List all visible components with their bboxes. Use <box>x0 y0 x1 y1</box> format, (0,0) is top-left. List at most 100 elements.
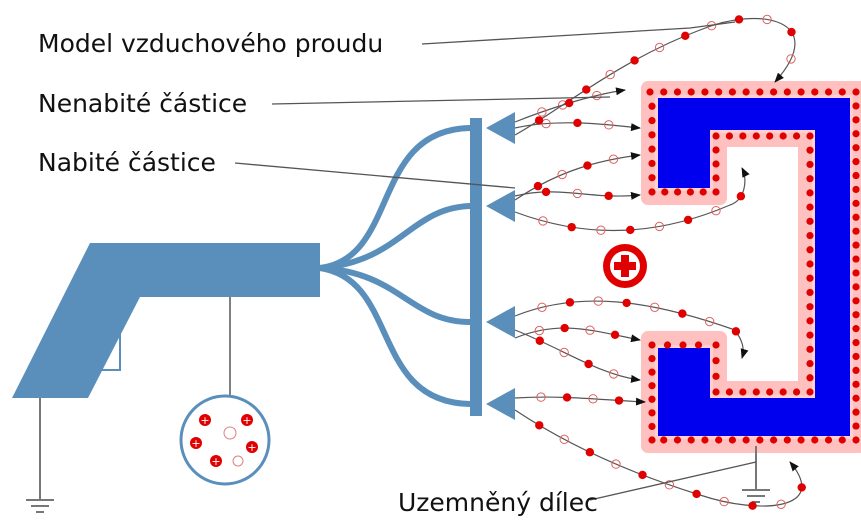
charged-particle <box>852 116 860 124</box>
charged-particle <box>792 132 801 140</box>
charged-particle <box>660 436 668 444</box>
label-uncharged-particles: Nenabité částice <box>38 89 247 118</box>
airflow-path <box>514 152 641 201</box>
charged-particle <box>535 421 544 430</box>
charged-particle <box>852 422 860 430</box>
charged-particle <box>673 88 682 96</box>
charged-particle <box>811 436 819 444</box>
svg-text:+: + <box>191 437 200 450</box>
charged-particle <box>739 388 747 396</box>
charged-particle <box>725 388 734 396</box>
charged-particle <box>648 409 656 417</box>
uncharged-particle <box>605 69 615 80</box>
label-airflow-model: Model vzduchového proudu <box>38 29 383 58</box>
callout-uncharged <box>271 96 611 105</box>
charged-particle <box>630 56 639 65</box>
charged-particle <box>852 158 860 166</box>
airflow-path <box>514 396 646 406</box>
uncharged-particle <box>608 154 619 164</box>
charged-particle <box>806 132 814 140</box>
charged-particle <box>806 231 814 240</box>
charged-particle <box>565 298 575 307</box>
uncharged-particle <box>588 394 598 404</box>
edge-charged-particles <box>646 88 860 444</box>
uncharged-particle <box>649 302 660 312</box>
nozzle-2 <box>486 190 515 222</box>
charged-particle <box>806 203 814 211</box>
charged-particle <box>806 303 814 311</box>
charged-particle <box>648 188 656 196</box>
ground-icon <box>742 446 770 503</box>
callout-charged <box>234 162 516 189</box>
charged-particle <box>734 15 744 24</box>
charged-particle <box>661 188 669 196</box>
airflow-path <box>514 300 749 359</box>
uncharged-particle <box>609 369 619 379</box>
charged-particle <box>604 191 613 201</box>
charged-particle <box>852 213 860 221</box>
charged-particle <box>806 274 814 282</box>
uncharged-particle <box>572 188 583 199</box>
charged-particle <box>564 98 574 108</box>
charged-particle <box>824 436 833 444</box>
label-charged-particles: Nabité částice <box>38 148 216 177</box>
charged-particle <box>806 146 814 154</box>
charged-particle <box>852 171 860 180</box>
charged-particle <box>582 85 591 94</box>
charged-particle <box>852 241 860 249</box>
charged-particle <box>806 331 814 339</box>
charged-particle <box>806 374 814 382</box>
nozzle-4 <box>486 388 515 420</box>
charged-particle <box>852 185 860 194</box>
charged-particle <box>736 192 746 201</box>
charged-particle <box>694 341 703 349</box>
charged-particle <box>852 130 860 138</box>
uncharged-particle <box>596 225 606 235</box>
ground-icon <box>26 398 54 513</box>
charged-particle <box>648 354 656 363</box>
spray-hoses <box>317 125 473 407</box>
charged-particle <box>648 341 656 349</box>
uncharged-particle <box>537 302 547 313</box>
charged-particle <box>852 436 860 444</box>
charged-particle <box>567 222 576 232</box>
charged-particle <box>852 352 860 361</box>
charged-particle <box>811 88 819 96</box>
charged-particle <box>852 227 860 235</box>
charged-particle <box>852 408 860 416</box>
charged-particle <box>626 225 635 235</box>
charged-particle <box>534 116 544 125</box>
charged-particle <box>585 448 595 457</box>
uncharged-particle <box>664 480 675 490</box>
airflow-path <box>514 329 641 383</box>
charged-particle <box>712 341 720 349</box>
uncharged-particle <box>776 499 786 510</box>
charged-particle <box>752 388 760 396</box>
charged-particle <box>806 288 814 297</box>
charged-particle <box>748 501 757 510</box>
charged-particle <box>770 436 778 444</box>
charged-particle <box>766 388 774 396</box>
charged-particle <box>648 102 656 110</box>
uncharged-particle <box>719 496 729 507</box>
uncharged-particle <box>704 316 715 327</box>
airflow-path <box>514 191 641 200</box>
charged-particle <box>806 246 814 254</box>
label-grounded-part: Uzemněný dílec <box>398 488 598 517</box>
charged-particle <box>756 88 764 96</box>
charged-particle <box>648 395 656 403</box>
charged-particle <box>663 341 672 349</box>
spray-gun: + + + + + <box>12 243 320 513</box>
charged-particle <box>852 380 860 388</box>
charged-particle <box>622 298 631 308</box>
label-callouts <box>234 21 757 501</box>
uncharged-particle <box>537 107 547 117</box>
charged-particle <box>824 88 833 96</box>
uncharged-particle <box>592 90 602 101</box>
charged-particle <box>712 357 720 365</box>
charged-particle <box>712 372 720 380</box>
charged-particle <box>752 132 760 140</box>
charged-particle <box>806 160 814 169</box>
uncharged-particle <box>538 216 548 226</box>
charged-particle <box>648 436 656 444</box>
